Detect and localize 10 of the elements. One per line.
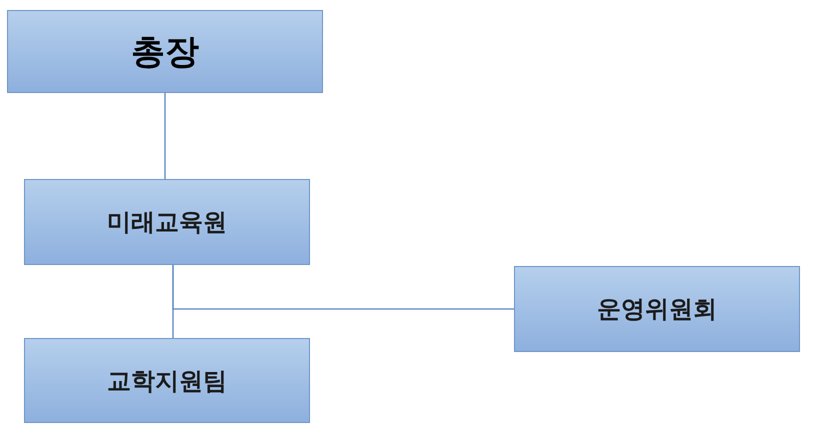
unit-name: 운영위원회 [597,294,717,325]
connector-line [172,265,514,310]
unit-name: 교학지원팀 [107,366,227,396]
org-box [24,338,310,423]
org-box [24,179,310,265]
unit-name: 총장 [131,30,199,74]
org-box [7,10,323,93]
org-box [514,266,800,352]
unit-name: 미래교육원 [107,207,227,238]
connector-line [164,93,166,179]
